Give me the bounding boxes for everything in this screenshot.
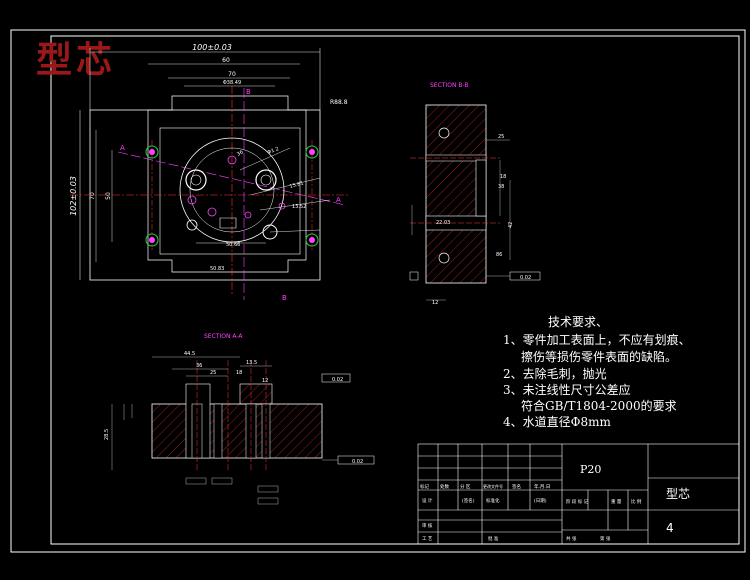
- dim-phi: Φ38.49: [223, 80, 241, 86]
- tb-date: 年.月.日: [534, 483, 550, 490]
- tech-req-item-6: 4、水道直径Φ8mm: [503, 415, 611, 429]
- tb-sheet-no: 4: [666, 521, 674, 535]
- bb-dim-42: 42: [508, 222, 514, 228]
- dim-diag1: Φ1 2: [267, 146, 280, 156]
- title-block-text: P20 型芯 4 标记 处数 分 区 更改文件号 签名 年.月.日 设 计 (签…: [420, 463, 690, 542]
- bb-dim-tol: 0.02: [520, 275, 531, 281]
- aa-dim-135: 13.5: [246, 360, 257, 366]
- aa-dim-tol2: 0.02: [352, 459, 363, 465]
- aa-dim-18: 18: [236, 370, 242, 376]
- outer-border: [10, 29, 746, 553]
- bb-dim-25: 25: [498, 134, 504, 140]
- tb-review: 审 核: [422, 522, 433, 529]
- dim-h: 15.81: [289, 180, 304, 190]
- bb-dim-12: 12: [432, 300, 438, 306]
- bb-dim-18: 18: [500, 174, 506, 180]
- tb-sign: 签名: [512, 483, 521, 490]
- inner-border: [50, 35, 740, 545]
- tb-weight: 重 量: [611, 498, 622, 505]
- aa-dim-tol1: 0.02: [332, 377, 343, 383]
- dim-36: 36: [236, 149, 245, 157]
- dim-height: 102±0.03: [69, 176, 78, 216]
- tech-req-item-5: 符合GB/T1804-2000的要求: [521, 398, 677, 413]
- tb-sig-paren: (签名): [462, 497, 475, 504]
- dim-bottom2: 50.83: [210, 266, 224, 272]
- section-aa-label: SECTION A-A: [204, 333, 243, 340]
- tech-req-heading: 技术要求、: [548, 315, 608, 329]
- tb-process: 工 艺: [422, 536, 433, 542]
- tb-material: P20: [580, 463, 601, 476]
- section-aa-body: [151, 403, 323, 459]
- bb-dim-86: 86: [496, 252, 502, 258]
- tb-scale: 比 例: [631, 498, 642, 505]
- dim-r: R88.8: [330, 99, 348, 106]
- tech-req-item-2: 擦伤等损伤零件表面的缺陷。: [521, 349, 677, 364]
- dim-left-50: 50: [105, 192, 112, 200]
- dim-inner-width: 60: [222, 57, 230, 64]
- corner-hole-tl: [145, 145, 159, 159]
- aa-dim-36: 36: [196, 363, 202, 369]
- aa-dim-h: 28.5: [104, 429, 110, 440]
- aa-dim-12: 12: [262, 378, 268, 384]
- ejector-hole-2: [255, 169, 277, 191]
- bb-dim-38: 38: [498, 184, 504, 190]
- title-block: [417, 443, 740, 545]
- tech-req-item-4: 3、未注线性尺寸公差应: [503, 382, 631, 397]
- dim-total-width: 100±0.03: [192, 43, 232, 52]
- tb-stage: 阶 段 标 记: [566, 498, 589, 505]
- dim-diag2: 13.52: [292, 204, 306, 210]
- ejector-hole-1: [185, 169, 207, 191]
- tb-standard: 标准化: [486, 497, 500, 504]
- aa-dim-445: 44.5: [184, 351, 195, 357]
- corner-hole-tr: [305, 145, 319, 159]
- dim-70: 70: [228, 71, 236, 78]
- section-aa-view: SECTION A-A 44.5 36 25 18 13.5 12 28.5 0…: [104, 333, 375, 505]
- section-marker-b-top: B: [246, 88, 251, 96]
- tb-sheet: 第 张: [600, 535, 611, 542]
- tb-approve: 批 准: [488, 535, 499, 542]
- tech-req-item-1: 1、零件加工表面上，不应有划痕、: [503, 332, 691, 347]
- tb-zone: 分 区: [460, 483, 471, 490]
- tb-change-doc: 更改文件号: [483, 483, 503, 489]
- section-marker-a-left: A: [120, 144, 125, 152]
- dim-left-70: 70: [89, 192, 96, 200]
- aa-dim-25: 25: [210, 370, 216, 376]
- tb-date-paren: (日期): [534, 497, 547, 504]
- dim-bottom: 50.66: [226, 242, 240, 248]
- drawing-title: 型芯: [36, 39, 116, 81]
- tb-total: 共 张: [566, 535, 577, 542]
- section-bb-label: SECTION B-B: [430, 82, 469, 89]
- tb-mark: 标记: [420, 483, 429, 490]
- tb-count: 处数: [440, 483, 449, 490]
- section-marker-b-bottom: B: [282, 294, 287, 302]
- tb-design: 设 计: [422, 497, 433, 504]
- corner-hole-br: [305, 233, 319, 247]
- tb-part-name: 型芯: [666, 487, 690, 501]
- section-marker-a-right: A: [336, 196, 341, 204]
- bb-dim-h: 22.03: [436, 220, 450, 226]
- tech-req-item-3: 2、去除毛刺，抛光: [503, 366, 607, 381]
- corner-hole-bl: [145, 233, 159, 247]
- core-cavity: [179, 137, 285, 243]
- tech-requirements: 技术要求、 1、零件加工表面上，不应有划痕、 擦伤等损伤零件表面的缺陷。 2、去…: [503, 315, 691, 429]
- front-view: 100±0.03 60 70 Φ38.49 R88.8 102±0.03 70 …: [69, 43, 350, 302]
- section-bb-view: SECTION B-B 25 18 38 42 86 22.03 12 0.02: [409, 82, 541, 306]
